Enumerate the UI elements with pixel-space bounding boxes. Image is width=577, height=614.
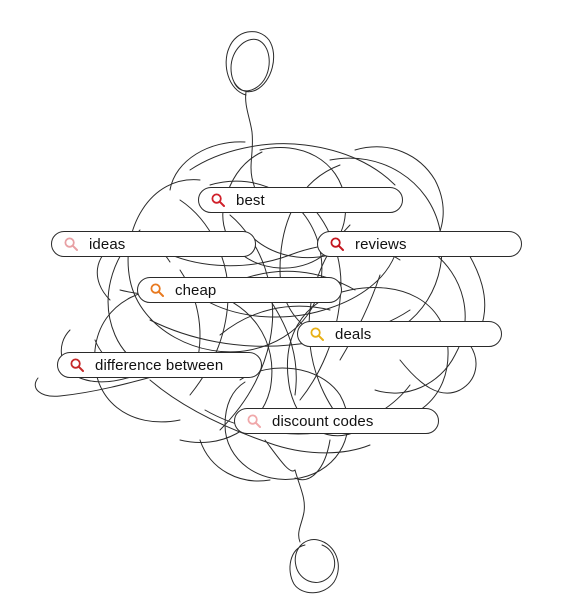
search-bar-reviews-text: reviews <box>355 235 407 253</box>
search-icon <box>69 357 85 373</box>
search-bar-cheap[interactable]: cheap <box>137 277 342 303</box>
search-bar-deals-text: deals <box>335 325 372 343</box>
search-icon <box>329 236 345 252</box>
search-icon <box>309 326 325 342</box>
search-icon <box>246 413 262 429</box>
search-bar-discount-codes[interactable]: discount codes <box>234 408 439 434</box>
search-bar-best-text: best <box>236 191 265 209</box>
search-bar-reviews[interactable]: reviews <box>317 231 522 257</box>
bottom-stem <box>294 469 305 543</box>
search-icon <box>149 282 165 298</box>
search-bar-best[interactable]: best <box>198 187 403 213</box>
search-icon <box>210 192 226 208</box>
search-icon <box>63 236 79 252</box>
search-bar-difference-between[interactable]: difference between <box>57 352 262 378</box>
top-loop <box>225 31 274 96</box>
search-bar-difference-between-text: difference between <box>95 356 224 374</box>
search-bar-cheap-text: cheap <box>175 281 217 299</box>
search-bar-ideas[interactable]: ideas <box>51 231 256 257</box>
search-bar-ideas-text: ideas <box>89 235 126 253</box>
search-bar-discount-codes-text: discount codes <box>272 412 374 430</box>
bottom-loop <box>289 539 339 594</box>
search-bar-deals[interactable]: deals <box>297 321 502 347</box>
